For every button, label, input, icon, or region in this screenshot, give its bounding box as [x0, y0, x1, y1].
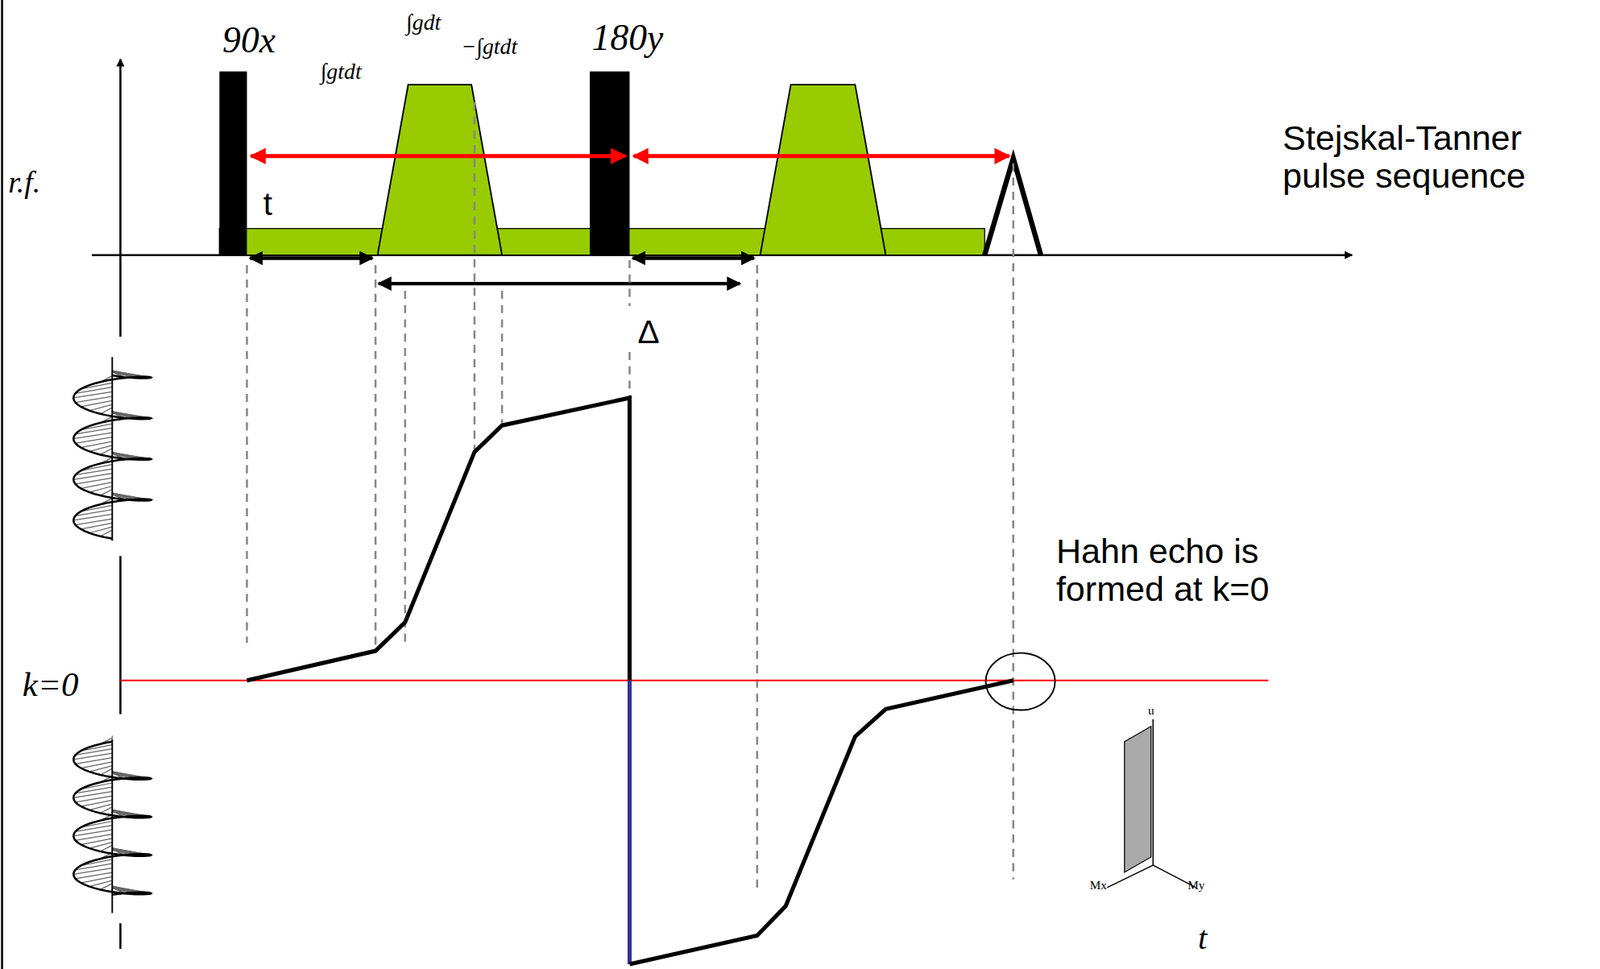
echo-note: Hahn echo is formed at k=0 [1056, 532, 1352, 610]
gradient-pulse [377, 84, 503, 256]
k-axis [119, 555, 122, 714]
k-trajectory [247, 397, 631, 681]
delta-arrow [378, 281, 740, 286]
time-label: t [263, 186, 273, 224]
delay-arrow [249, 256, 373, 260]
integral-label: −∫gtdt [460, 34, 518, 60]
axis-label: My [1187, 879, 1205, 894]
pulse-label: 90x [222, 20, 276, 61]
echo-circle [986, 653, 1056, 711]
rf-axis [119, 58, 122, 337]
tau-arrow [634, 153, 1010, 158]
axis-label: Mx [1090, 879, 1107, 894]
delta-label: Δ [635, 314, 662, 351]
magnetization-axes [1106, 719, 1196, 888]
axis-label: r.f. [8, 165, 41, 199]
gradient-pulse [760, 84, 887, 256]
tau-arrow [251, 153, 626, 158]
k-axis [119, 923, 122, 950]
helix-pictures [73, 356, 151, 913]
pulse-label: 180y [592, 18, 664, 59]
integral-label: ∫gdt [406, 10, 441, 36]
axis-label: u [1148, 704, 1155, 718]
k-trajectory [629, 680, 1013, 965]
magnetization-plane [1124, 726, 1152, 873]
k-jump [627, 680, 632, 965]
frame-line [0, 0, 4, 969]
axis-label: k=0 [22, 665, 79, 704]
rf-pulse-180 [589, 71, 630, 256]
integral-label: ∫gtdt [320, 58, 362, 84]
rf-pulse-90 [219, 71, 247, 256]
delay-arrow [632, 256, 755, 260]
axis-label: t [1197, 920, 1207, 957]
k-zero-line [120, 679, 1269, 682]
sequence-title: Stejskal-Tanner pulse sequence [1282, 119, 1589, 196]
